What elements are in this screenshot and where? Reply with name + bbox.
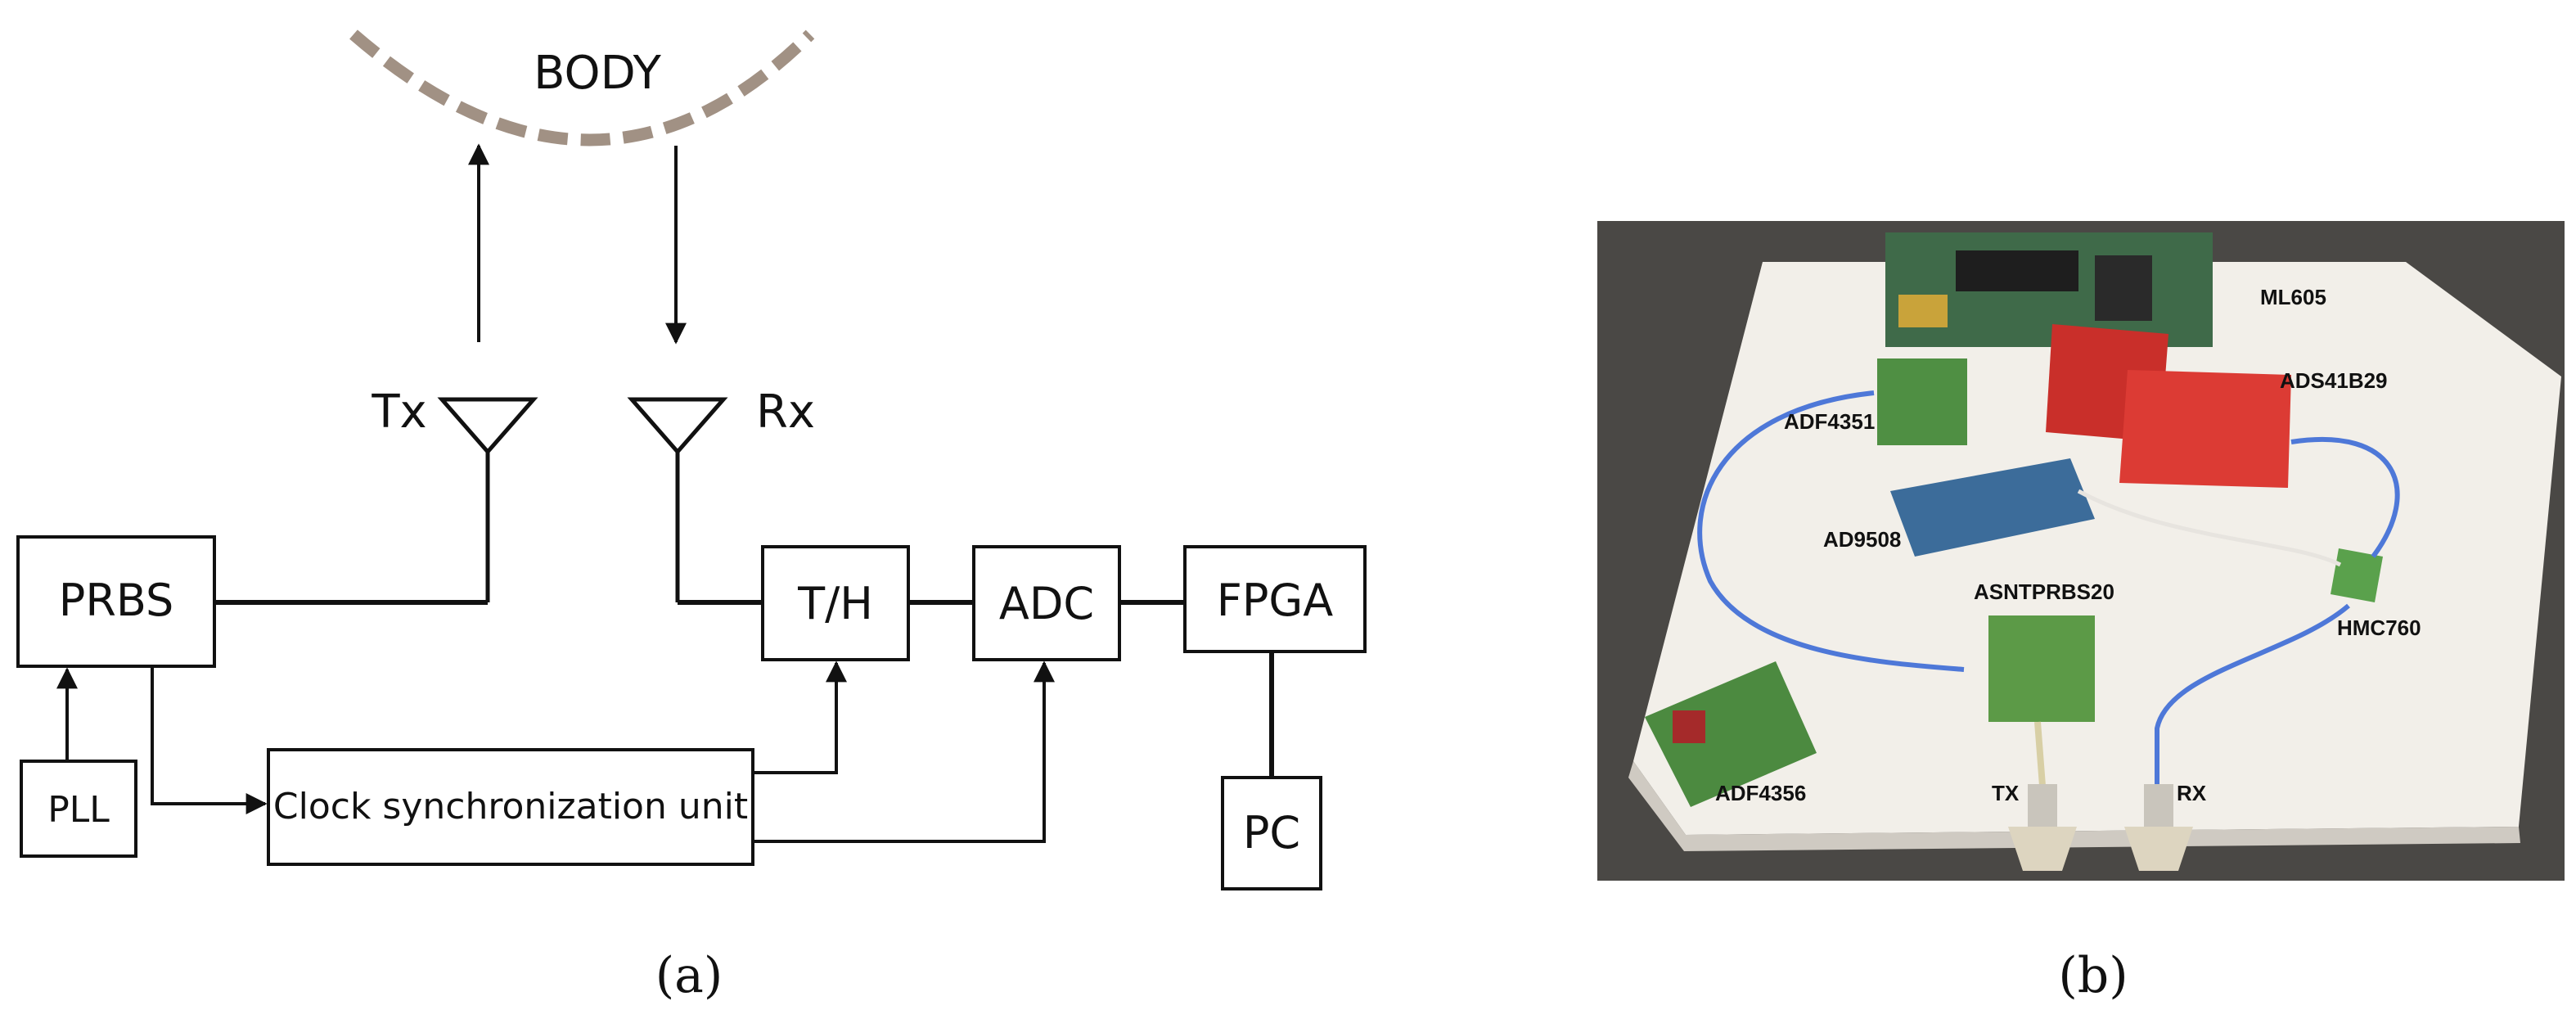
pc-label: PC [1243, 807, 1300, 859]
pc-block [1221, 776, 1322, 890]
setup-photo: ML605 ADS41B29 ADF4351 AD9508 ASNTPRBS20… [1597, 221, 2565, 1004]
cable-left-loop [1697, 390, 1965, 672]
block-diagram: BODY Tx Rx PRBS PLL Clock synchronizatio… [16, 29, 1367, 1004]
pll-block [20, 760, 137, 858]
clock-to-th-arrow [753, 661, 847, 774]
tx-antenna-mount [2008, 827, 2077, 871]
label-asntprbs20: ASNTPRBS20 [1974, 579, 2114, 604]
rx-label: Rx [756, 386, 815, 439]
adf4356-board [1645, 661, 1817, 807]
adf4351-board [1877, 358, 1967, 445]
body-arc [349, 29, 815, 147]
tx-antenna-icon [437, 397, 538, 602]
hmc760-board [2331, 548, 2383, 602]
adc-block [972, 545, 1121, 661]
clock-sync-block [267, 748, 754, 866]
label-ml605: ML605 [2260, 285, 2326, 309]
rx-antenna-mount [2124, 827, 2193, 871]
cable-tx [2034, 721, 2046, 787]
asntprbs20-board [1988, 615, 2095, 722]
cable-mid [2077, 489, 2342, 567]
adc-label: ADC [999, 578, 1094, 629]
body-label: BODY [534, 47, 662, 100]
th-label: T/H [797, 578, 873, 629]
cable-right-loop [2290, 436, 2400, 558]
clock-to-adc-arrow [753, 661, 1055, 843]
prbs-to-clock-arrow [151, 666, 268, 814]
label-hmc760: HMC760 [2337, 615, 2421, 640]
rx-connector [2144, 784, 2173, 827]
white-table [1633, 262, 2561, 835]
label-ad9508: AD9508 [1823, 527, 1901, 552]
fpga-label: FPGA [1217, 575, 1333, 626]
label-adf4356: ADF4356 [1715, 781, 1806, 805]
label-tx: TX [1992, 781, 2020, 805]
fpga-block [1183, 545, 1367, 653]
clock-sync-label: Clock synchronization unit [273, 786, 748, 827]
ad9508-board [1890, 458, 2095, 557]
prbs-block [16, 535, 216, 668]
cable-rx [2155, 603, 2350, 786]
ml605-board [1885, 232, 2213, 347]
adf4356-connector [1673, 710, 1705, 743]
pll-label: PLL [47, 789, 110, 831]
label-adf4351: ADF4351 [1784, 409, 1875, 434]
rx-antenna-icon [627, 397, 728, 602]
ads41b29-board [2119, 370, 2291, 488]
caption-b: (b) [2058, 947, 2128, 1004]
caption-a: (a) [655, 947, 723, 1004]
prbs-label: PRBS [59, 575, 173, 626]
tx-label: Tx [371, 386, 426, 439]
label-rx: RX [2177, 781, 2207, 805]
tx-connector [2028, 784, 2057, 827]
label-ads41b29: ADS41B29 [2280, 368, 2388, 393]
